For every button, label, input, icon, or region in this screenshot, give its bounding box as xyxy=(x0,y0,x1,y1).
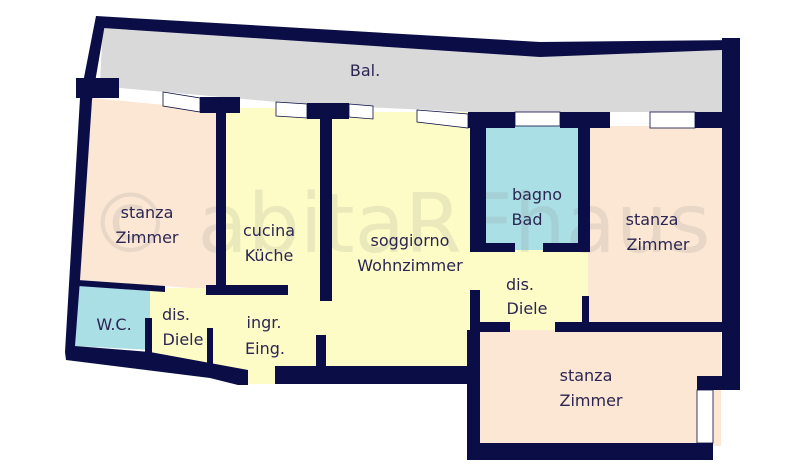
watermark: © abitaREhaus xyxy=(89,177,710,272)
hall-right-label-de: Diele xyxy=(507,299,548,318)
bedroom-left-label-de: Zimmer xyxy=(116,228,179,247)
kitchen-label-de: Küche xyxy=(245,246,294,265)
bedroom-right-label-it: stanza xyxy=(626,210,679,229)
bathroom-label-it: bagno xyxy=(512,185,562,204)
kitchen-area xyxy=(225,108,330,293)
walls xyxy=(65,16,740,460)
bedroom-bottom-label-de: Zimmer xyxy=(560,391,623,410)
living-area xyxy=(330,112,472,367)
entrance-label-de: Eing. xyxy=(245,339,285,358)
bathroom-label-de: Bad xyxy=(512,210,543,229)
balcony-area xyxy=(100,24,722,112)
bedroom-bottom-label-it: stanza xyxy=(560,366,613,385)
living-label-de: Wohnzimmer xyxy=(357,256,463,275)
wc-label: W.C. xyxy=(96,315,131,334)
bedroom-left-label-it: stanza xyxy=(121,203,174,222)
bedroom-left-area xyxy=(80,98,218,290)
bedroom-bottom-area xyxy=(478,330,721,446)
living-label-it: soggiorno xyxy=(371,231,450,250)
wc-area xyxy=(75,284,152,350)
entrance-label-it: ingr. xyxy=(247,313,282,332)
bedroom-right-area xyxy=(588,126,722,322)
balcony-label: Bal. xyxy=(350,61,380,80)
windows xyxy=(162,91,714,444)
hall-right-area xyxy=(470,248,590,333)
hall-right-label-it: dis. xyxy=(506,275,534,294)
hall-left-area xyxy=(150,288,335,384)
kitchen-label-it: cucina xyxy=(243,221,295,240)
bedroom-right-label-de: Zimmer xyxy=(627,235,690,254)
hall-left-label-de: Diele xyxy=(163,330,204,349)
hall-left-label-it: dis. xyxy=(162,305,190,324)
bathroom-area xyxy=(485,126,580,250)
